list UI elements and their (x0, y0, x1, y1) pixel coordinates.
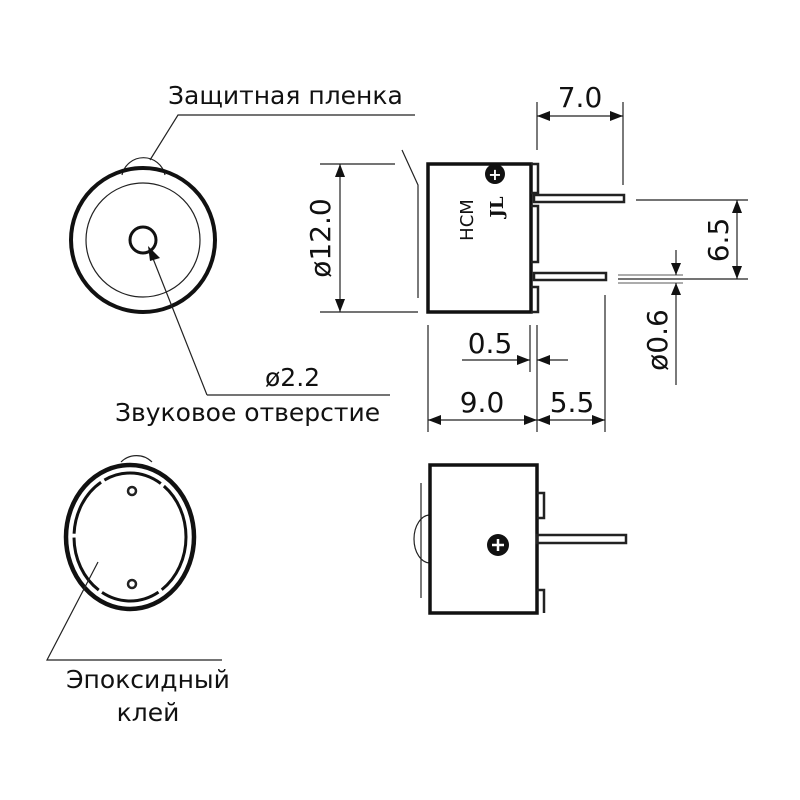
inner-ring (85, 182, 201, 298)
bottom-view: Эпоксидный клей (46, 455, 230, 727)
dim-pin-exposed: 5.5 (550, 386, 595, 419)
film-edge (401, 149, 419, 298)
epoxy-label-1: Эпоксидный (66, 665, 230, 694)
model-marking: HCM (457, 199, 478, 241)
side-view: + HCM JL 7.0 ø12.0 6.5 ø0.6 (304, 81, 748, 432)
sound-hole (128, 225, 158, 255)
film-leader (149, 114, 415, 161)
side-view-2 (413, 463, 628, 615)
hole-diameter-label: ø2.2 (265, 363, 320, 392)
dim-height: 9.0 (460, 386, 505, 419)
protective-film-label: Защитная пленка (168, 81, 403, 110)
protective-film-bump (121, 157, 166, 176)
dim-diameter: ø12.0 (304, 198, 337, 277)
dim-pin-diameter: ø0.6 (641, 309, 674, 371)
sound-hole-label: Звуковое отверстие (115, 398, 380, 427)
hole-leader (151, 255, 208, 396)
epoxy-leader (46, 561, 222, 661)
top-view: Защитная пленка ø2.2 Звуковое отверстие (69, 81, 415, 427)
dim-flange: 0.5 (468, 327, 513, 360)
hole-arrow (148, 246, 160, 261)
epoxy-label-2: клей (117, 698, 180, 727)
dim-pin-length: 7.0 (558, 81, 603, 114)
polarity-marker (485, 164, 505, 184)
svg-text:+: + (488, 165, 501, 184)
outer-ring (69, 166, 217, 314)
pin-negative (532, 271, 608, 282)
pin-positive (532, 193, 626, 204)
brand-marking: JL (487, 196, 508, 220)
dim-pin-spacing: 6.5 (702, 218, 735, 263)
